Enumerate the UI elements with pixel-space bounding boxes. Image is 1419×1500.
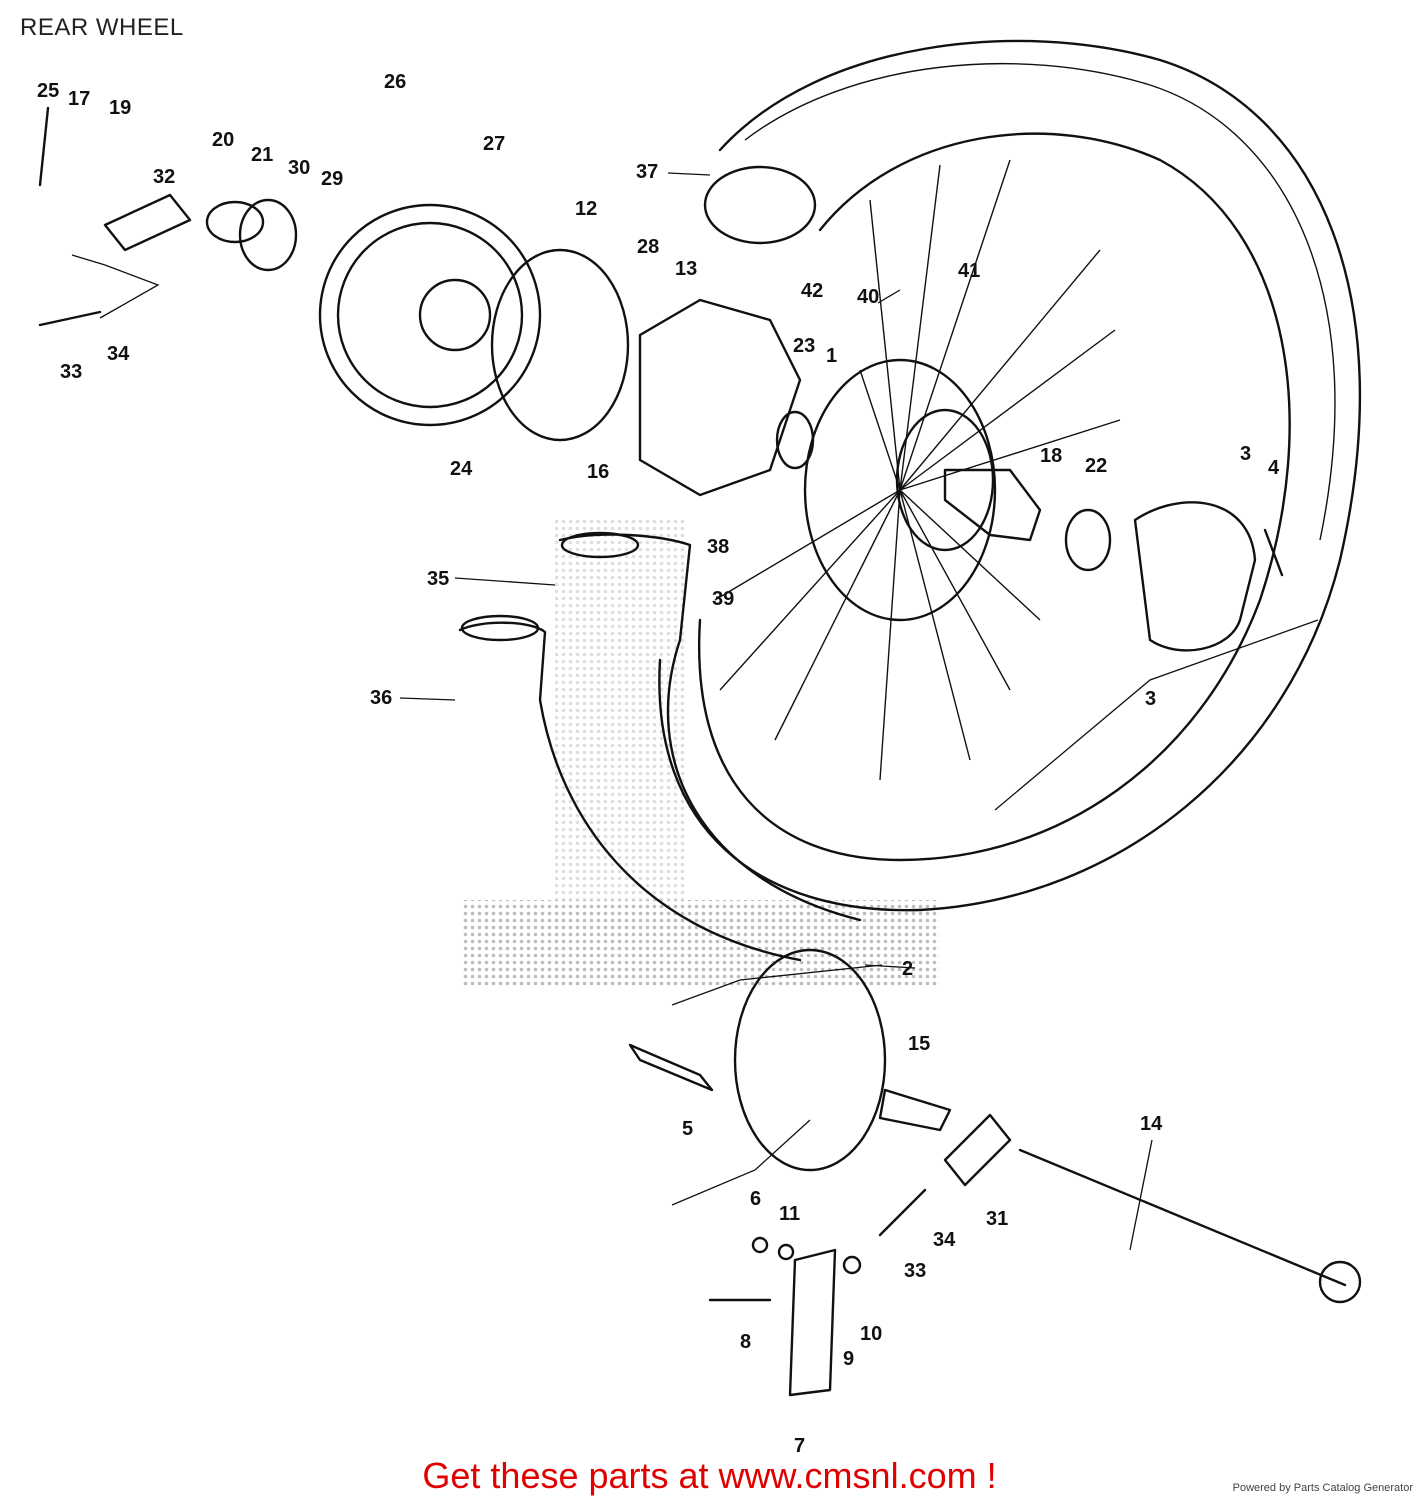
page-title: REAR WHEEL <box>20 14 184 41</box>
callout: 37 <box>636 161 658 183</box>
callout: 19 <box>109 97 131 119</box>
callout: 21 <box>251 144 273 166</box>
callout: 33 <box>60 361 82 383</box>
callout: 30 <box>288 157 310 179</box>
callout: 29 <box>321 168 343 190</box>
callout: 28 <box>637 236 659 258</box>
callout: 2 <box>902 958 913 980</box>
callout: 23 <box>793 335 815 357</box>
callout: 18 <box>1040 445 1062 467</box>
callout: 9 <box>843 1348 854 1370</box>
callout: 10 <box>860 1323 882 1345</box>
callout: 3 <box>1145 688 1156 710</box>
callout: 33 <box>904 1260 926 1282</box>
callout: 31 <box>986 1208 1008 1230</box>
callout: 42 <box>801 280 823 302</box>
wheel-assembly <box>458 39 1362 962</box>
callout: 34 <box>933 1229 956 1251</box>
callout: 16 <box>587 461 609 483</box>
assembly-guide-lines <box>71 254 1319 1206</box>
callout: 25 <box>37 80 59 102</box>
callout: 36 <box>370 687 392 709</box>
watermark <box>462 520 940 988</box>
callout: 4 <box>1268 457 1280 479</box>
callout: 24 <box>450 458 473 480</box>
callout: 39 <box>712 588 734 610</box>
callout: 7 <box>794 1435 805 1457</box>
callout: 1 <box>826 345 837 367</box>
sprocket-hub-parts <box>38 106 1284 652</box>
brake-axle-parts <box>628 948 1362 1397</box>
callout: 14 <box>1140 1113 1163 1135</box>
parts-shop-link[interactable]: Get these parts at www.cmsnl.com ! <box>422 1455 997 1496</box>
callout: 6 <box>750 1188 761 1210</box>
callout: 34 <box>107 343 130 365</box>
callout: 8 <box>740 1331 751 1353</box>
callout: 12 <box>575 198 597 220</box>
generator-credit: Powered by Parts Catalog Generator <box>1232 1482 1413 1494</box>
callout: 13 <box>675 258 697 280</box>
callout: 35 <box>427 568 449 590</box>
callout: 32 <box>153 166 175 188</box>
callout: 15 <box>908 1033 930 1055</box>
callout: 27 <box>483 133 505 155</box>
callout: 3 <box>1240 443 1251 465</box>
callout: 11 <box>779 1203 800 1225</box>
callout: 40 <box>857 286 879 308</box>
callout: 17 <box>68 88 90 110</box>
callout: 41 <box>958 260 980 282</box>
callout: 20 <box>212 129 234 151</box>
callout: 22 <box>1085 455 1107 477</box>
callout: 38 <box>707 536 729 558</box>
callout: 5 <box>682 1118 693 1140</box>
callout: 26 <box>384 71 406 93</box>
callout-labels: 25 17 19 32 33 34 20 21 30 29 26 27 12 2… <box>37 71 1280 1457</box>
leader-lines <box>399 172 1153 1251</box>
